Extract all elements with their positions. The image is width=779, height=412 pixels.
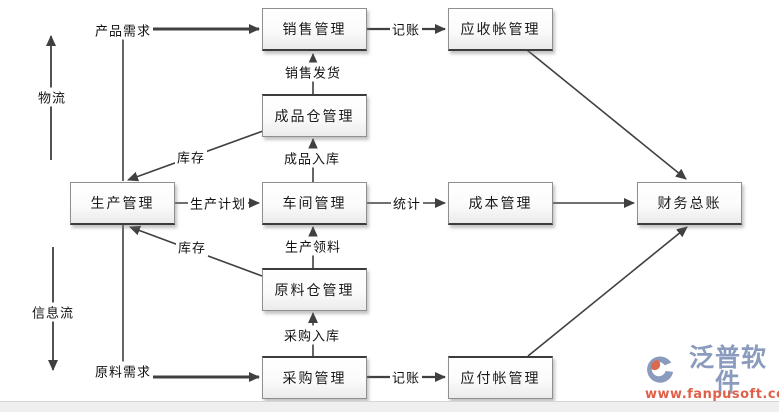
node-cost-management: 成本管理 [448, 182, 553, 225]
vendor-url[interactable]: www.fanpusoft.com [645, 387, 779, 402]
vendor-logo[interactable]: 泛普软件 www.fanpusoft.com [645, 345, 779, 402]
node-sales-management: 销售管理 [262, 8, 367, 51]
bottom-edge-bar [0, 401, 779, 412]
node-raw-material-warehouse: 原料仓管理 [262, 268, 367, 311]
edge-label-finished-inbound: 成品入库 [281, 148, 343, 168]
edge-label-purchase-inbound: 采购入库 [281, 325, 343, 345]
edge-label-statistics: 统计 [390, 193, 424, 213]
node-finished-goods-warehouse: 成品仓管理 [262, 94, 367, 137]
edge-label-production-plan: 生产计划 [187, 193, 249, 213]
edge-label-bookkeeping-top: 记账 [389, 19, 423, 39]
node-production-management: 生产管理 [70, 182, 175, 225]
node-workshop-management: 车间管理 [262, 182, 367, 225]
vendor-brand-name: 泛普软件 [688, 343, 767, 397]
node-accounts-payable: 应付帐管理 [448, 356, 553, 399]
edge-label-bookkeeping-bottom: 记账 [389, 367, 423, 387]
edge-label-production-picking: 生产领料 [282, 236, 344, 256]
edge-label-sales-delivery: 销售发货 [282, 62, 344, 82]
edge-label-inventory-upper: 库存 [174, 147, 208, 167]
axis-label-information-flow: 信息流 [29, 302, 77, 322]
node-purchase-management: 采购管理 [262, 356, 367, 399]
edge-label-material-demand: 原料需求 [92, 361, 154, 381]
axis-label-material-flow: 物流 [35, 87, 69, 107]
node-accounts-receivable: 应收帐管理 [448, 8, 553, 51]
edge-label-inventory-lower: 库存 [175, 237, 209, 257]
edge-label-product-demand: 产品需求 [92, 20, 154, 40]
vendor-logo-icon [645, 355, 675, 385]
node-general-ledger: 财务总账 [637, 182, 742, 225]
